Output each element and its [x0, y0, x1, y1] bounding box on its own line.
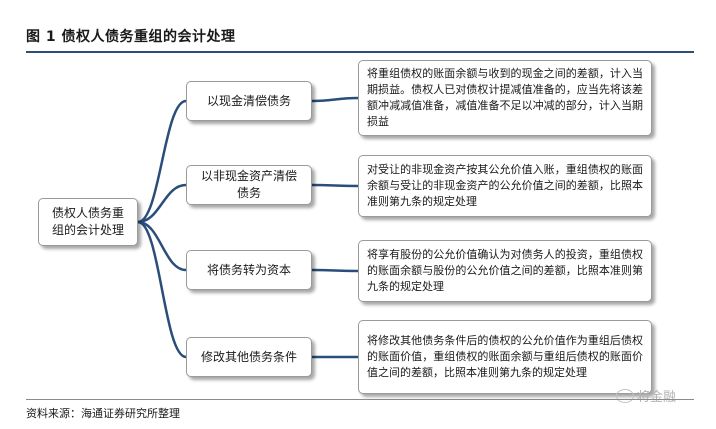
root-node: 债权人债务重组的会计处理	[38, 198, 138, 246]
branch-node-debt-to-equity: 将债务转为资本	[186, 250, 312, 290]
figure-title: 图 1 债权人债务重组的会计处理	[26, 29, 236, 45]
watermark: 将金融	[616, 386, 676, 405]
root-to-branch-2	[137, 183, 187, 224]
detail-node-noncash-assets: 对受让的非现金资产按其公允价值入账，重组债权的账面余额与受让的非现金资产的公允价…	[358, 155, 652, 217]
root-to-branch-4	[137, 220, 187, 359]
detail-node-debt-to-equity: 将享有股份的公允价值确认为对债务人的投资，重组债权的账面余额与股份的公允价值之间…	[358, 240, 652, 302]
source-note: 资料来源：海通证券研究所整理	[26, 407, 180, 420]
root-to-branch-1	[137, 99, 187, 224]
branch-node-noncash-assets: 以非现金资产清偿债务	[186, 165, 312, 205]
wechat-icon	[616, 389, 634, 403]
root-to-branch-3	[137, 220, 187, 272]
figure-header: 图 1 债权人债务重组的会计处理	[26, 22, 694, 53]
branch-2-to-detail	[311, 183, 359, 188]
footer-rule	[26, 399, 694, 400]
header-rule	[26, 51, 694, 53]
detail-node-cash: 将重组债权的账面余额与收到的现金之间的差额，计入当期损益。债权人已对债权计提减值…	[358, 60, 652, 136]
watermark-text: 将金融	[637, 390, 677, 405]
branch-3-to-detail	[311, 268, 359, 273]
branch-node-modify-terms: 修改其他债务条件	[186, 337, 312, 377]
branch-1-to-detail	[311, 96, 359, 103]
detail-node-modify-terms: 将修改其他债务条件后的债权的公允价值作为重组后债权的账面价值，重组债权的账面余额…	[358, 320, 652, 394]
branch-node-cash: 以现金清偿债务	[186, 81, 312, 121]
